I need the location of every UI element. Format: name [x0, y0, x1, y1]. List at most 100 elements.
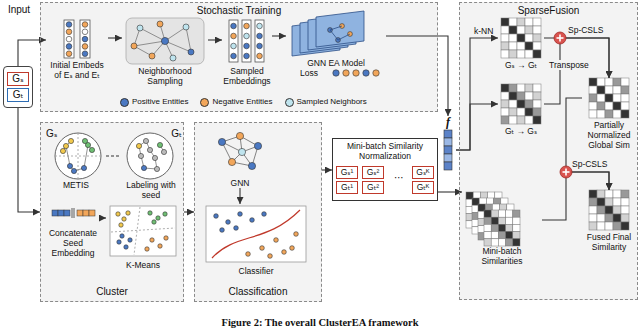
- matrix-cell: [509, 18, 517, 26]
- matrix-cell: [597, 78, 605, 86]
- connector: [386, 36, 448, 116]
- matrix-cell: [525, 92, 533, 100]
- matrix-cell: [513, 239, 520, 246]
- matrix-cell: [589, 102, 597, 110]
- entity-dot: [128, 238, 132, 242]
- matrix-cell: [525, 42, 533, 50]
- matrix-cell: [589, 94, 597, 102]
- matrix-cell: [597, 214, 605, 222]
- node-label: Mini-batch Similarities: [462, 246, 542, 266]
- matrix-cell: [513, 232, 520, 239]
- entity-dot: [257, 33, 263, 39]
- embedding-bar: [242, 20, 251, 62]
- entity-dot: [248, 162, 255, 169]
- matrix-cell: [597, 102, 605, 110]
- entity-dot: [126, 211, 130, 215]
- matrix-cell: [605, 102, 613, 110]
- entity-dot: [68, 138, 73, 143]
- matrix-cell: [589, 222, 597, 230]
- entity-dot: [138, 153, 143, 158]
- entity-dot: [214, 214, 219, 219]
- node-label: Initial Embeds of Eₛ and Eₜ: [46, 60, 108, 80]
- embedding-bar: [80, 20, 90, 58]
- legend-swatch: [285, 98, 294, 107]
- matrix-cell: [597, 206, 605, 214]
- connector: [100, 217, 106, 218]
- entity-dot: [66, 51, 72, 57]
- node-label: Neighborhood Sampling: [122, 66, 208, 86]
- entity-dot: [231, 43, 237, 49]
- matrix-cell: [506, 232, 513, 239]
- connector: [456, 104, 498, 150]
- vector-cell: [89, 210, 95, 216]
- matrix-cell: [509, 34, 517, 42]
- node-label: Gₛ → Gₜ: [498, 60, 544, 70]
- matrix-cell: [533, 34, 541, 42]
- graph-edge: [55, 156, 101, 157]
- entity-dot: [152, 220, 156, 224]
- entity-dot: [244, 33, 250, 39]
- vector-cell: [58, 210, 64, 216]
- matrix-cell: [597, 198, 605, 206]
- connector: [239, 188, 240, 204]
- entity-dot: [274, 238, 279, 243]
- entity-dot: [147, 147, 152, 152]
- entity-dot: [82, 22, 88, 28]
- graph-edge: [66, 146, 70, 166]
- stage-panel: Stochastic TrainingInitial Embeds of Eₛ …: [40, 2, 438, 112]
- matrix-cell: [597, 94, 605, 102]
- legend-swatch: [200, 98, 209, 107]
- graph-edge: [330, 30, 338, 40]
- entity-dot: [117, 240, 121, 244]
- panel-ground: [40, 122, 184, 302]
- entity-dot: [226, 220, 231, 225]
- matrix-cell: [597, 190, 605, 198]
- legend-item: Negative Entities: [200, 97, 272, 107]
- entity-dot: [67, 163, 72, 168]
- connector: [272, 35, 286, 36]
- graph-edge: [140, 28, 165, 41]
- matrix-cell: [533, 50, 541, 58]
- matrix-cell: [525, 84, 533, 92]
- matrix-cell: [533, 92, 541, 100]
- embedding-bar: [229, 20, 238, 62]
- matrix-cell: [501, 50, 509, 58]
- entity-dot: [236, 132, 243, 139]
- entity-dot: [290, 246, 295, 251]
- entity-dot: [82, 51, 88, 57]
- entity-dot: [89, 147, 94, 152]
- matrix-cell: [589, 78, 597, 86]
- matrix-cell: [517, 92, 525, 100]
- matrix-cell: [509, 108, 517, 116]
- entity-dot: [218, 138, 225, 145]
- entity-dot: [268, 254, 273, 259]
- process-box: Mini-batch Similarity NormalizationGₛ¹Gₜ…: [332, 138, 438, 201]
- matrix-cell: [621, 102, 629, 110]
- node-label: Gₜ → Gₛ: [498, 126, 544, 136]
- matrix-cell: [506, 210, 513, 217]
- node-label: METIS: [46, 180, 106, 190]
- stage-panel: ClassificationGNNClassifier: [194, 122, 322, 302]
- input-graphs: GₛGₜ: [3, 66, 33, 108]
- entity-dot: [82, 36, 88, 42]
- sampling-ground: [126, 18, 204, 64]
- matrix-cell: [517, 84, 525, 92]
- stage-panel: ClusterGₛMETISGₜLabeling with seedConcat…: [40, 122, 184, 302]
- panel-title: Cluster: [41, 284, 183, 298]
- graph-block: GₛMETIS: [46, 128, 106, 190]
- matrix-cell: [597, 222, 605, 230]
- entity-dot: [188, 49, 194, 55]
- entity-dot: [161, 37, 168, 44]
- entity-dot: [149, 53, 155, 59]
- vector-cell: [83, 210, 89, 216]
- matrix-cell: [498, 232, 505, 239]
- matrix-cell: [491, 224, 498, 231]
- entity-dot: [131, 43, 137, 49]
- entity-dot: [260, 246, 265, 251]
- panel-title: Stochastic Training: [41, 3, 437, 17]
- matrix-cell: [605, 198, 613, 206]
- operation-label: Transpose: [548, 60, 590, 70]
